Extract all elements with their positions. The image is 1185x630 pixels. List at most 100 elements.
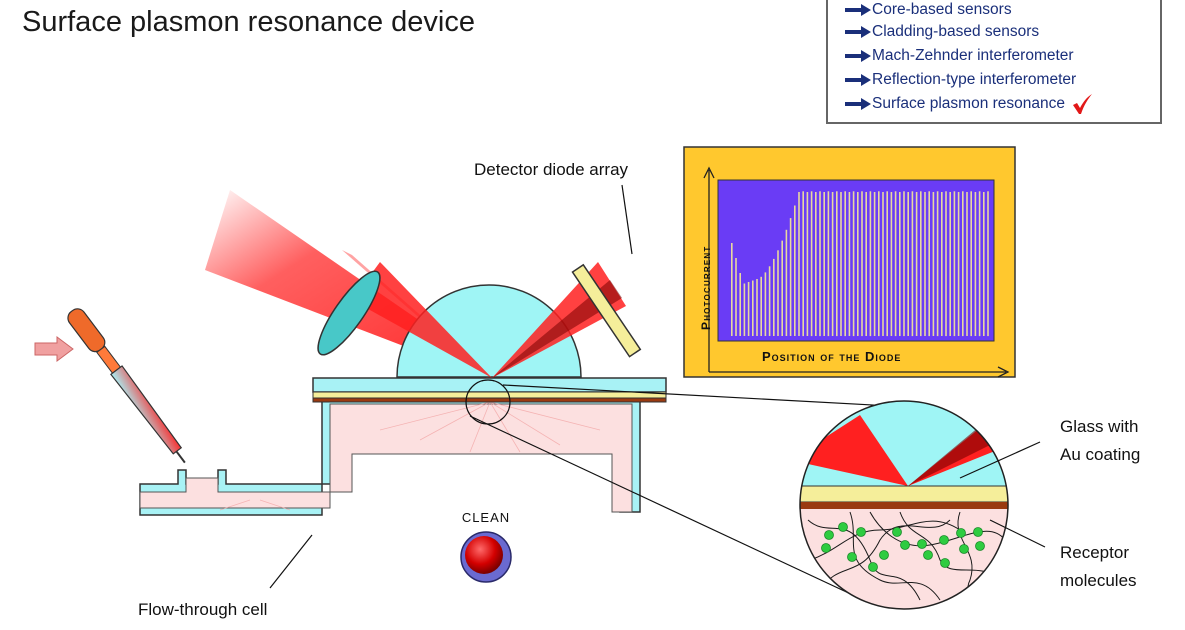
pipette [34,308,186,464]
photocurrent-bar [806,192,809,336]
clean-button-label: CLEAN [462,510,510,525]
clean-button[interactable] [460,531,512,583]
menu-item-label: Reflection-type interferometer [872,71,1077,88]
menu-item-label: Mach-Zehnder interferometer [872,47,1074,64]
focusing-lens [317,270,381,356]
photocurrent-bar [869,191,872,337]
photocurrent-bar [844,191,846,337]
photocurrent-bar [974,192,977,336]
flow-through-cell [139,397,641,516]
photocurrent-bar [794,205,796,336]
menu-item-cladding-based-sensors[interactable]: Cladding-based sensors [844,20,1039,44]
menu-item-surface-plasmon-resonance[interactable]: Surface plasmon resonance [844,92,1093,116]
photocurrent-bar [886,191,888,337]
sensor-type-menu: Core-based sensors Cladding-based sensor… [826,0,1162,124]
photocurrent-bar [827,191,830,337]
photocurrent-bar [756,279,758,336]
checkmark-icon [1073,94,1093,114]
photocurrent-bar [747,282,750,336]
photocurrent-bar [764,272,767,336]
glass-label-leader [959,441,1041,479]
photocurrent-bar [957,192,960,336]
photocurrent-bar [911,191,914,337]
photocurrent-bar [953,191,956,337]
photocurrent-bar [962,191,964,337]
photocurrent-bar [878,191,880,337]
photocurrent-bar [941,192,943,336]
menu-item-label: Surface plasmon resonance [872,95,1066,112]
photocurrent-bar [840,192,842,336]
right-arrow-icon [845,4,871,16]
right-arrow-icon [845,50,871,62]
photocurrent-bar [815,192,817,336]
detector-diode-array [571,263,642,358]
photocurrent-bar [970,191,972,337]
photocurrent-bar [861,191,863,337]
photocurrent-bar [802,191,804,337]
photocurrent-bar [924,192,926,336]
receptor-label: Receptor molecules [1060,543,1137,590]
menu-item-label: Core-based sensors [872,1,1012,18]
photocurrent-bar [915,192,918,336]
photocurrent-bar [752,280,754,336]
photocurrent-bar [983,192,985,336]
photocurrent-bar [735,258,737,336]
photocurrent-bar [789,218,792,336]
glass-label: Glass with Au coating [1060,417,1143,464]
photocurrent-bar [907,192,909,336]
photocurrent-bar [945,191,947,337]
photocurrent-bar [848,192,851,336]
photocurrent-bar [831,192,834,336]
photocurrent-bar [882,192,884,336]
flow-cell-label: Flow-through cell [138,600,267,619]
photocurrent-bar [785,229,788,336]
sensor-chip [312,377,667,403]
photocurrent-bar [823,192,825,336]
y-axis-label: Photocurrent [699,246,713,330]
menu-item-mach-zehnder-interferometer[interactable]: Mach-Zehnder interferometer [844,44,1074,68]
photocurrent-bar [743,283,746,336]
right-arrow-icon [845,98,871,110]
photocurrent-bar [781,240,783,336]
photocurrent-bar [932,192,935,336]
photocurrent-bar [928,191,930,337]
photocurrent-bar [798,192,800,336]
photocurrent-bar [777,250,779,336]
menu-item-label: Cladding-based sensors [872,23,1040,40]
photocurrent-bar [966,192,968,336]
photocurrent-bar [865,192,867,336]
photocurrent-graph-panel: Photocurrent Position of the Diode [683,146,1016,378]
menu-item-core-based-sensors[interactable]: Core-based sensors [844,0,1012,22]
zoom-circle-outline [799,400,1009,610]
photocurrent-bar [768,266,771,336]
photocurrent-bar [760,276,762,336]
photocurrent-bar [819,191,821,337]
photocurrent-bar [873,192,876,336]
flow-cell-label-leader [269,534,313,589]
photocurrent-bar [739,273,741,336]
photocurrent-bar [899,192,901,336]
magnifier-connector [469,415,856,597]
menu-item-reflection-type-interferometer[interactable]: Reflection-type interferometer [844,68,1076,92]
right-arrow-icon [845,26,871,38]
photocurrent-bar [920,191,922,337]
photocurrent-bar [810,191,813,337]
photocurrent-bars [731,191,989,337]
photocurrent-bar [890,192,893,336]
receptor-label-leader [989,519,1046,548]
right-arrow-icon [845,74,871,86]
photocurrent-bar [857,192,859,336]
photocurrent-bar [773,258,775,336]
x-axis-label: Position of the Diode [762,349,901,364]
photocurrent-bar [852,191,855,337]
photocurrent-bar [731,243,733,336]
photocurrent-bar [987,191,989,337]
photocurrent-bar [836,191,838,337]
page-title: Surface plasmon resonance device [22,6,475,38]
magnifier-connector [502,384,911,408]
photocurrent-bar [894,191,897,337]
photocurrent-bar [936,191,939,337]
photocurrent-bar [978,191,981,337]
photocurrent-bar [903,191,905,337]
